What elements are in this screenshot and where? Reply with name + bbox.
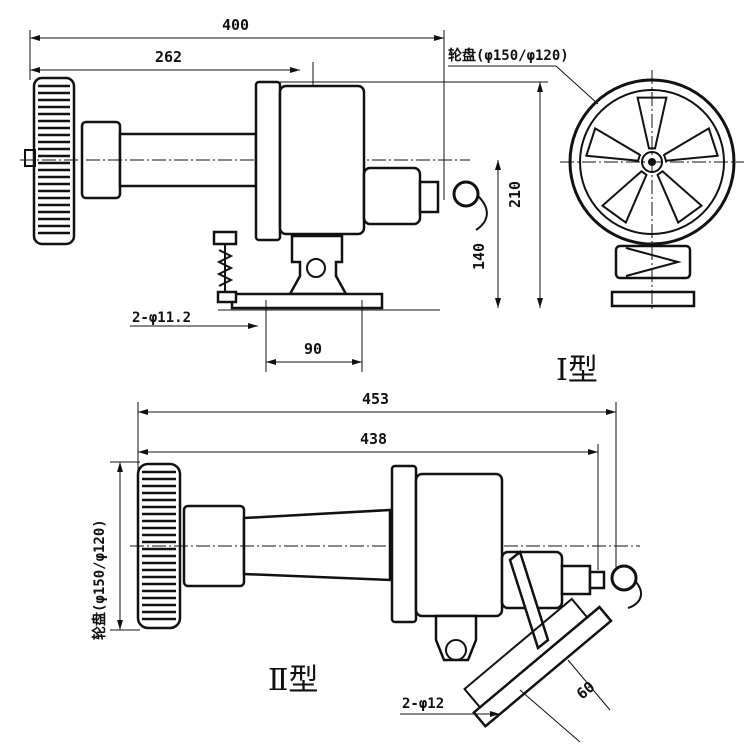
dim-wheel-side: 轮盘(φ150/φ120) xyxy=(91,461,140,640)
type1-title: Ⅰ型 xyxy=(556,353,598,388)
type2-housing xyxy=(390,464,643,624)
type1-base xyxy=(212,230,440,311)
wheel-spoke xyxy=(600,169,648,225)
dim-438-label: 438 xyxy=(360,430,387,448)
dim-210: 210 xyxy=(280,81,548,308)
dim-60-label: 60 xyxy=(573,678,598,703)
dim-400-label: 400 xyxy=(222,16,249,34)
dim-438: 438 xyxy=(138,430,599,570)
dim-90-label: 90 xyxy=(304,340,322,358)
hole2: 2-φ12 xyxy=(400,696,500,717)
dim-90: 90 xyxy=(265,300,363,372)
wheel-top-callout: 轮盘(φ150/φ120) xyxy=(448,47,599,105)
dim-453: 453 xyxy=(137,390,617,570)
wheel-spoke xyxy=(584,126,642,162)
wheel-top-label: 轮盘(φ150/φ120) xyxy=(448,47,569,64)
type2-shaft xyxy=(130,504,640,588)
dim-140-label: 140 xyxy=(470,243,488,270)
hole1-label: 2-φ11.2 xyxy=(132,310,191,326)
type1-housing xyxy=(254,80,488,242)
type2-bracket xyxy=(434,549,550,662)
dim-262-label: 262 xyxy=(155,48,182,66)
type1-shaft xyxy=(20,120,470,200)
wheel-spoke xyxy=(662,126,720,162)
dim-453-label: 453 xyxy=(362,390,389,408)
dim-400: 400 xyxy=(29,16,445,200)
dim-210-label: 210 xyxy=(506,181,524,208)
type1-wheel-front xyxy=(560,70,744,312)
type1-wheel-side xyxy=(24,76,76,246)
hole1: 2-φ11.2 xyxy=(130,310,258,329)
hole2-label: 2-φ12 xyxy=(402,696,444,712)
dim-140: 140 xyxy=(470,160,501,308)
wheel-side-label: 轮盘(φ150/φ120) xyxy=(91,519,108,640)
type2-drawing: 453 438 轮盘(φ150/φ120) xyxy=(91,390,643,743)
type2-base xyxy=(463,597,613,729)
wheel-spoke xyxy=(636,96,668,150)
wheel-spoke xyxy=(656,169,704,225)
type2-title: Ⅱ型 xyxy=(268,663,318,698)
type1-drawing: 400 262 xyxy=(20,16,744,388)
